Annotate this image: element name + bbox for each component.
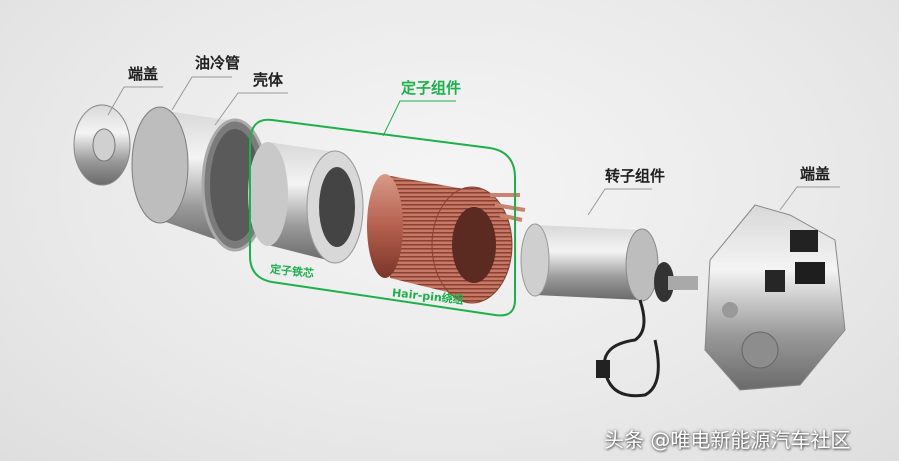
label-end-cap-left: 端盖 (128, 65, 159, 83)
label-rotor-assembly: 转子组件 (605, 167, 666, 185)
label-end-cap-right: 端盖 (800, 165, 831, 183)
hairpin-winding (367, 174, 526, 304)
end-cap-right (704, 204, 846, 391)
watermark: 头条 @唯电新能源汽车社区 (604, 428, 851, 452)
end-cap-left (73, 104, 131, 186)
housing (131, 106, 269, 252)
leader-lines (107, 76, 840, 216)
label-oil-cooling-tube: 油冷管 (195, 54, 241, 72)
stator-assembly-outline (249, 118, 516, 317)
stator-assembly-leader (382, 100, 456, 137)
label-stator-assembly: 定子组件 (401, 79, 462, 97)
label-housing: 壳体 (253, 71, 284, 89)
rotor-assembly (520, 223, 698, 398)
stator-core (248, 142, 364, 264)
